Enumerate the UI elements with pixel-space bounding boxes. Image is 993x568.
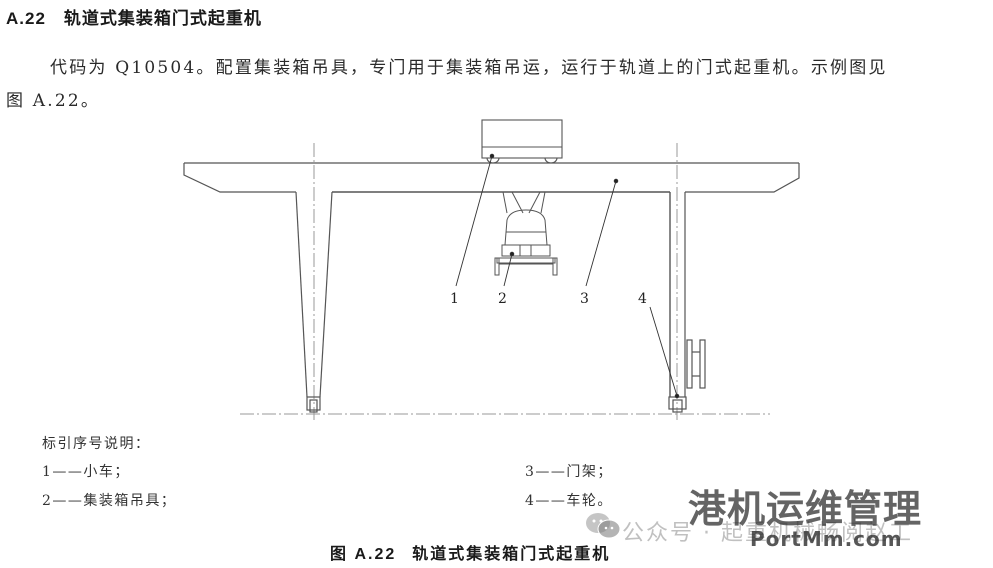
callout-1: 1 bbox=[450, 291, 459, 307]
container-spreader bbox=[494, 191, 558, 276]
watermark-account: 公众号 · 起重机械畅阅赵工 bbox=[622, 521, 913, 546]
centerlines bbox=[240, 143, 770, 420]
section-heading: A.22 轨道式集装箱门式起重机 bbox=[6, 4, 262, 29]
wechat-icon bbox=[586, 513, 621, 539]
trolley bbox=[481, 119, 563, 164]
legend-item-3: 3——门架； bbox=[525, 464, 613, 480]
section-number: A.22 bbox=[6, 9, 46, 28]
legend-item-2: 2——集装箱吊具； bbox=[42, 493, 177, 509]
section-title: 轨道式集装箱门式起重机 bbox=[63, 9, 262, 29]
callout-3: 3 bbox=[580, 291, 589, 307]
caption-title: 轨道式集装箱门式起重机 bbox=[412, 544, 611, 563]
caption-number: 图 A.22 bbox=[330, 546, 397, 563]
legend-item-1: 1——小车； bbox=[42, 464, 130, 480]
watermark-brand: 港机运维管理 bbox=[688, 487, 923, 531]
callout-4: 4 bbox=[638, 291, 647, 307]
leader-lines bbox=[455, 153, 680, 399]
description-line-2: 图 A.22。 bbox=[6, 91, 101, 111]
watermark-url: PortMm.com bbox=[750, 527, 903, 551]
description-line-1: 代码为 Q10504。配置集装箱吊具，专门用于集装箱吊运，运行于轨道上的门式起重… bbox=[50, 58, 888, 78]
legend-item-4: 4——车轮。 bbox=[525, 493, 613, 509]
legend-title: 标引序号说明： bbox=[42, 436, 151, 452]
figure-caption: 图 A.22 轨道式集装箱门式起重机 bbox=[330, 540, 610, 564]
callout-2: 2 bbox=[498, 291, 507, 307]
gantry-frame bbox=[183, 162, 800, 413]
